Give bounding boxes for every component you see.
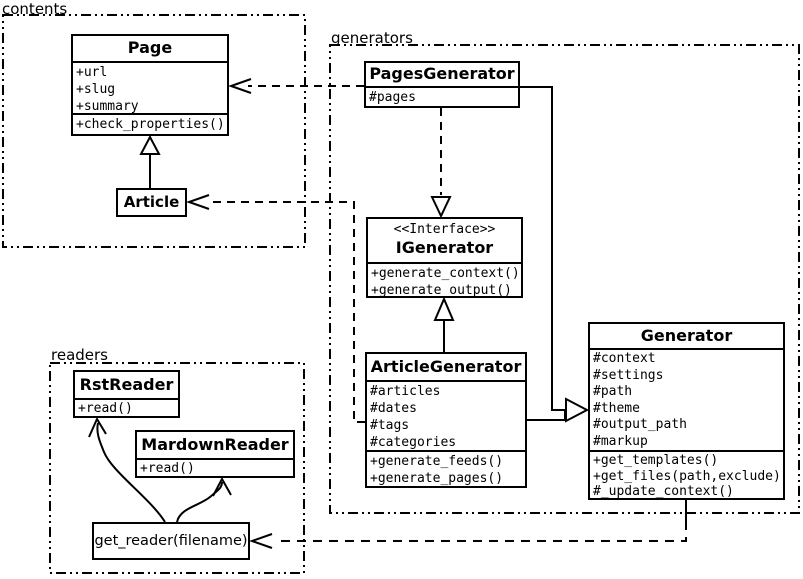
class-generator-methods: +get_templates() +get_files(path,exclude… xyxy=(590,450,783,498)
class-mardownreader-title: MardownReader xyxy=(141,434,289,454)
method: +generate_output() xyxy=(371,283,512,296)
class-pagesgenerator: PagesGenerator #pages xyxy=(364,61,520,108)
edge-article-to-page-inheritance xyxy=(139,134,161,188)
class-mardownreader-methods: +read() xyxy=(137,458,293,476)
package-label-contents: contents xyxy=(2,0,68,18)
class-page-methods: +check_properties() xyxy=(73,113,227,134)
edge-articlegenerator-to-igenerator-inheritance xyxy=(433,296,455,352)
attribute: #context xyxy=(593,351,656,366)
attribute: +summary xyxy=(76,99,139,113)
attribute: #dates xyxy=(370,401,417,416)
class-page-attributes: +url +slug +summary xyxy=(73,61,227,113)
class-page-title: Page xyxy=(127,38,173,58)
edge-pagesgenerator-to-generator-inheritance xyxy=(520,86,566,411)
method: +generate_feeds() xyxy=(370,454,504,469)
class-rstreader-title: RstReader xyxy=(79,374,174,394)
method: +read() xyxy=(140,461,195,476)
method: +check_properties() xyxy=(76,117,225,132)
attribute: #articles xyxy=(370,384,441,399)
edge-articlegenerator-to-article-dependency xyxy=(185,194,365,423)
class-generator-attributes: #context #settings #path #theme #output_… xyxy=(590,348,783,450)
class-igenerator-stereotype: <<Interface>> xyxy=(393,222,496,238)
attribute: +slug xyxy=(76,82,116,97)
class-igenerator-title: IGenerator xyxy=(395,238,494,258)
method: +generate_pages() xyxy=(370,471,504,486)
class-pagesgenerator-attributes: #pages xyxy=(366,86,518,106)
edge-getreader-to-rstreader xyxy=(88,416,166,523)
attribute: #output_path xyxy=(593,417,687,432)
class-igenerator-methods: +generate_context() +generate_output() xyxy=(368,262,521,296)
package-readers-border xyxy=(49,362,305,574)
attribute: +url xyxy=(76,65,108,80)
edge-pagesgenerator-to-igenerator-realization xyxy=(430,108,452,219)
class-rstreader-methods: +read() xyxy=(75,398,178,416)
class-pagesgenerator-title: PagesGenerator xyxy=(369,64,515,84)
method: +get_templates() xyxy=(593,453,719,468)
edge-articlegenerator-to-generator-inheritance xyxy=(527,397,590,423)
class-articlegenerator-methods: +generate_feeds() +generate_pages() xyxy=(367,450,525,486)
class-articlegenerator-title: ArticleGenerator xyxy=(370,356,522,376)
attribute: #theme xyxy=(593,400,640,416)
edge-getreader-to-mardownreader xyxy=(176,476,232,523)
method: +get_files(path,exclude) xyxy=(593,468,781,484)
package-label-readers: readers xyxy=(51,346,108,364)
class-page: Page +url +slug +summary +check_properti… xyxy=(71,34,229,136)
class-article: Article xyxy=(116,188,187,217)
class-igenerator: <<Interface>> IGenerator +generate_conte… xyxy=(366,217,523,298)
attribute: #settings xyxy=(593,367,664,383)
class-mardownreader: MardownReader +read() xyxy=(135,430,295,478)
attribute: #categories xyxy=(370,435,457,450)
attribute: #pages xyxy=(369,90,416,105)
class-generator-title: Generator xyxy=(640,325,733,345)
attribute: #markup xyxy=(593,433,648,449)
method: #_update_context() xyxy=(593,484,734,498)
package-generators-border xyxy=(329,44,800,514)
edge-generator-to-getreader-dependency xyxy=(248,500,687,549)
attribute: #path xyxy=(593,384,633,399)
package-label-generators: generators xyxy=(331,29,413,47)
class-generator: Generator #context #settings #path #them… xyxy=(588,322,785,500)
attribute: #tags xyxy=(370,418,410,433)
method: +generate_context() xyxy=(371,266,520,281)
class-article-title: Article xyxy=(123,192,180,211)
method: +read() xyxy=(78,401,133,416)
edge-pagesgenerator-to-page-dependency xyxy=(227,78,364,94)
class-articlegenerator: ArticleGenerator #articles #dates #tags … xyxy=(365,352,527,488)
function-get-reader: get_reader(filename) xyxy=(92,522,250,560)
class-rstreader: RstReader +read() xyxy=(73,370,180,418)
class-articlegenerator-attributes: #articles #dates #tags #categories xyxy=(367,380,525,450)
package-contents-border xyxy=(2,14,306,248)
